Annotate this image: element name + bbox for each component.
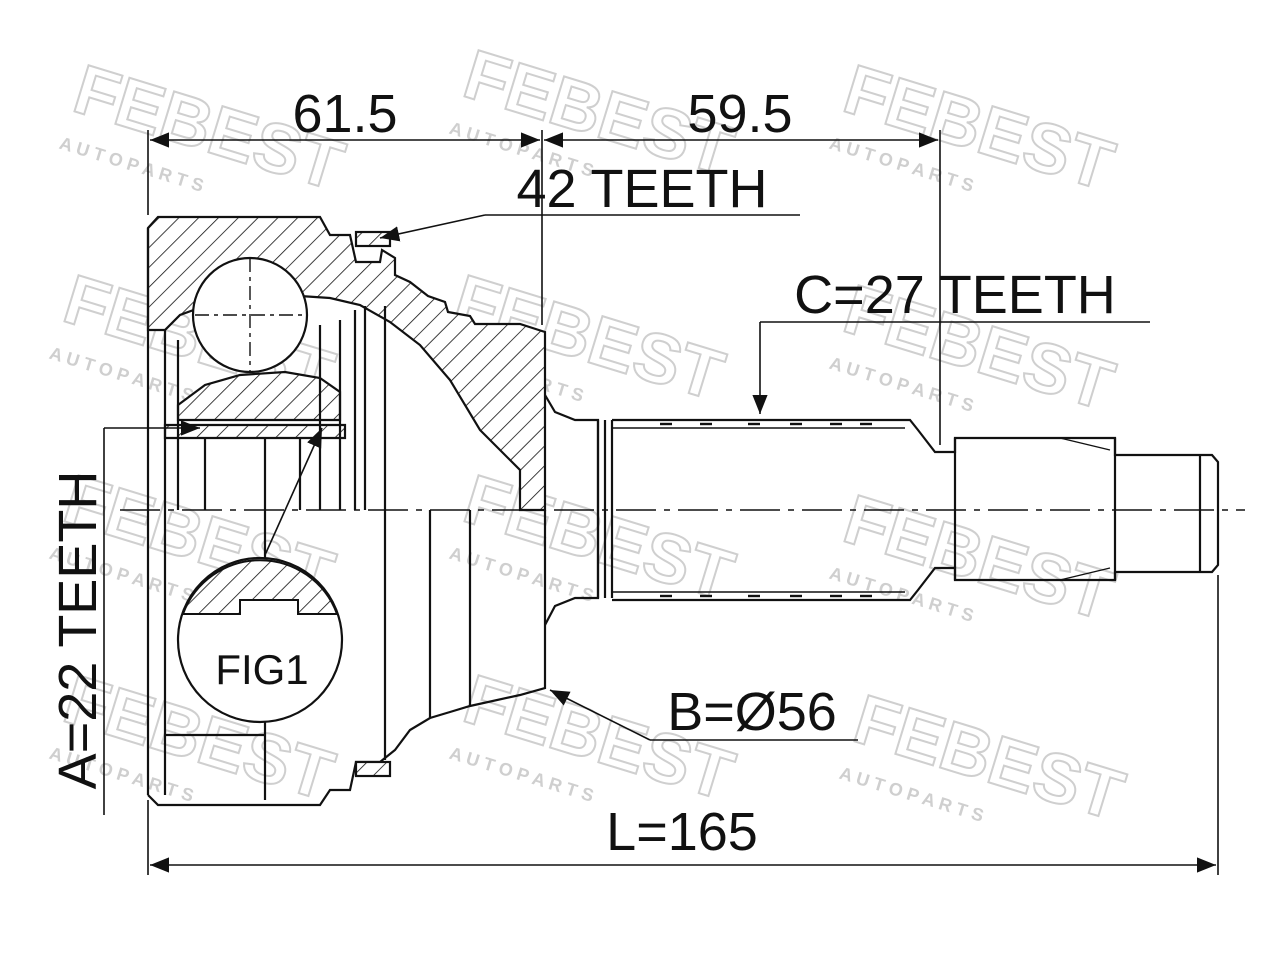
watermark-brand: FEBEST [836,480,1123,635]
callout-leaders [103,214,1150,815]
fig1-label: FIG1 [215,646,308,693]
dimension-lines [147,130,1219,875]
seal-diameter-label: B=Ø56 [667,682,837,742]
inner-spline-label: A=22 TEETH [48,471,108,790]
dimension-left-length: 61.5 [292,84,397,144]
spline-marks [660,422,872,598]
fig1-detail: FIG1 [176,556,344,724]
stem-shaft [544,394,1220,626]
watermark-brand: FEBEST [846,680,1133,835]
watermark-brand: FEBEST [836,50,1123,205]
dimension-total-length: L=165 [606,802,758,862]
outer-spline-label: C=27 TEETH [794,265,1116,325]
dimension-right-length: 59.5 [687,84,792,144]
abs-teeth-label: 42 TEETH [516,159,767,219]
outer-housing [146,215,547,807]
